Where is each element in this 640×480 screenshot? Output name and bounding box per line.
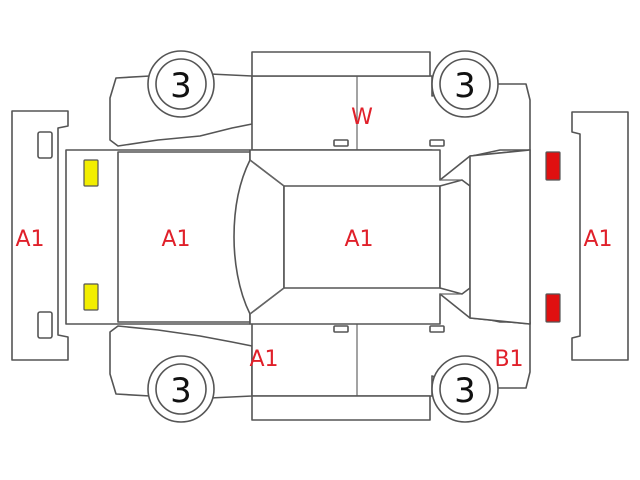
rear-bumper: [571, 111, 629, 361]
tire-condition-left-rear: 3: [454, 371, 476, 411]
tire-left-front: 3: [147, 355, 215, 423]
left-rear-door-handle: [429, 325, 445, 333]
front-left-sensor: [37, 131, 53, 159]
left-step-panel: [251, 395, 431, 421]
tire-left-rear: 3: [431, 355, 499, 423]
trunk-panel: [469, 149, 531, 325]
tire-condition-right-front: 3: [170, 66, 192, 106]
mark-right-door-top: W: [351, 105, 373, 130]
right-front-door-handle: [333, 139, 349, 147]
mark-rear-bumper: A1: [583, 227, 612, 252]
mark-left-front-door-edge: A1: [249, 347, 278, 372]
front-left-headlamp: [83, 159, 99, 187]
rear-right-lamp: [545, 293, 561, 323]
front-right-headlamp: [83, 283, 99, 311]
mark-left-rear-quarter: B1: [494, 347, 523, 372]
tire-condition-left-front: 3: [170, 371, 192, 411]
mark-front-bumper: A1: [15, 227, 44, 252]
tire-right-rear: 3: [431, 50, 499, 118]
right-step-panel: [251, 51, 431, 77]
windshield: [233, 159, 285, 315]
front-bumper: [11, 110, 69, 361]
tire-right-front: 3: [147, 50, 215, 118]
mark-hood: A1: [161, 227, 190, 252]
left-front-door-handle: [333, 325, 349, 333]
vehicle-top-view: [65, 149, 561, 325]
rear-window: [439, 179, 471, 295]
right-rear-door-handle: [429, 139, 445, 147]
front-right-sensor: [37, 311, 53, 339]
rear-left-lamp: [545, 151, 561, 181]
tire-condition-right-rear: 3: [454, 66, 476, 106]
mark-roof: A1: [344, 227, 373, 252]
